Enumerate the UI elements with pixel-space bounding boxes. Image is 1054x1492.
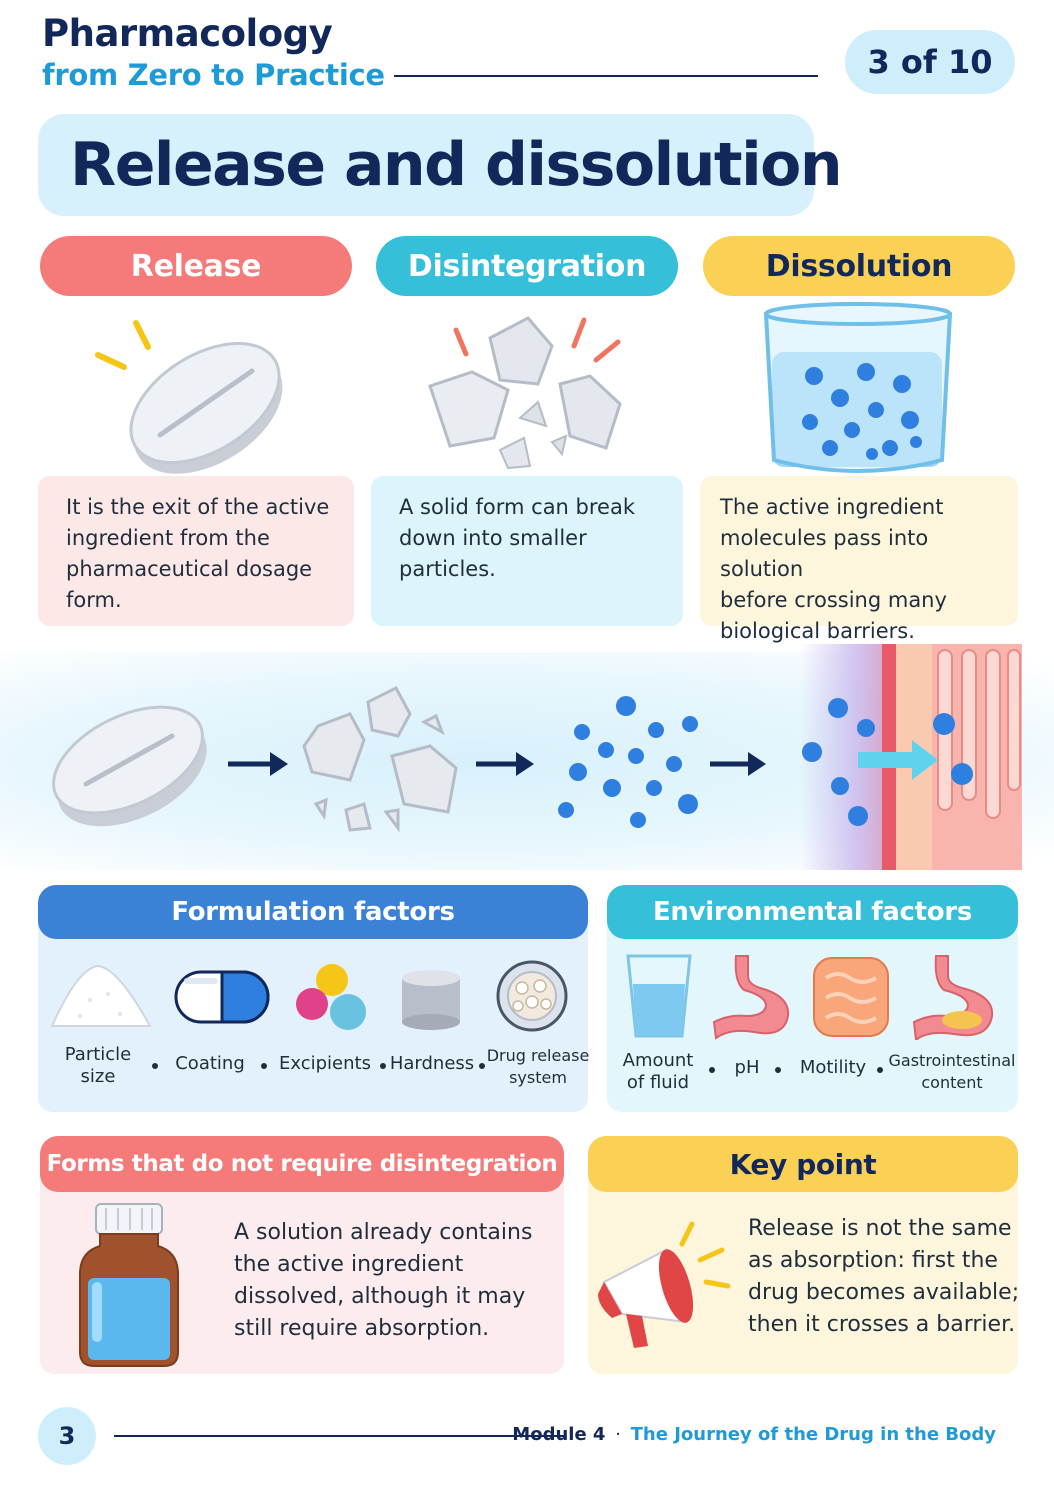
- broken-tablet-icon: [428, 316, 622, 470]
- barrier-molecules-icon: [802, 698, 973, 826]
- footer-module: Module 4 · The Journey of the Drug in th…: [512, 1424, 996, 1445]
- no-disintegration-text-line: the active ingredient: [234, 1252, 464, 1277]
- factor-label-line: Gastrointestinal: [888, 1051, 1016, 1070]
- flow-arrow-icon: [710, 752, 766, 776]
- factor-coating: Coating: [175, 1053, 245, 1075]
- footer-separator: ·: [615, 1424, 621, 1445]
- bullet-separator: [877, 1067, 883, 1073]
- key-point-text-line: as absorption: first the: [748, 1248, 998, 1273]
- powder-pile-icon: [50, 964, 152, 1027]
- key-point-heading: Key point: [588, 1136, 1018, 1192]
- dissolution-text-line: The active ingredient: [720, 495, 944, 519]
- water-glass-icon: [626, 954, 692, 1038]
- brand-subtitle: from Zero to Practice: [42, 58, 385, 92]
- factor-label-line: of fluid: [626, 1072, 690, 1093]
- flow-fragments-icon: [302, 686, 458, 833]
- megaphone-icon: [598, 1221, 731, 1348]
- beaker-icon: [763, 302, 953, 473]
- title-banner: [38, 114, 814, 216]
- environmental-icons-row: [626, 954, 994, 1040]
- disintegration-text-line: particles.: [399, 557, 496, 581]
- factor-label-line: Amount: [622, 1050, 694, 1071]
- factor-label-line: content: [921, 1073, 983, 1092]
- release-text-line: form.: [66, 588, 122, 612]
- key-point-text-line: drug becomes available;: [748, 1280, 1020, 1305]
- dissolution-text-line: before crossing many: [720, 588, 947, 612]
- no-disintegration-text-line: A solution already contains: [234, 1220, 533, 1245]
- factor-label-line: Hardness: [389, 1053, 475, 1074]
- footer-divider: [114, 1435, 564, 1437]
- tablet-icon: [95, 320, 283, 474]
- release-text-line: It is the exit of the active: [66, 495, 330, 519]
- bullet-separator: [775, 1067, 781, 1073]
- flow-molecules-icon: [558, 696, 698, 828]
- flow-tablet-icon: [52, 705, 207, 827]
- factor-drug-release-system: Drug release system: [487, 1045, 590, 1089]
- release-text-line: ingredient from the: [66, 526, 270, 550]
- module-label: Module 4: [512, 1424, 606, 1445]
- factor-label-line: Motility: [799, 1057, 867, 1078]
- factor-excipients: Excipients: [279, 1053, 371, 1075]
- factor-label-line: size: [80, 1066, 116, 1087]
- bullet-separator: [152, 1063, 158, 1069]
- factor-label-line: system: [509, 1068, 567, 1087]
- release-pill: Release: [40, 236, 352, 296]
- release-card: It is the exit of the active ingredient …: [38, 476, 354, 626]
- absorption-arrow-icon: [858, 740, 938, 780]
- factor-ph: pH: [735, 1057, 760, 1079]
- flow-arrow-icon: [476, 752, 534, 776]
- factor-label-line: Drug release: [486, 1046, 590, 1065]
- dissolution-pill: Dissolution: [703, 236, 1015, 296]
- dissolution-text-line: molecules pass into solution: [720, 526, 929, 581]
- disintegration-text-line: down into smaller: [399, 526, 587, 550]
- stomach-icon: [712, 955, 790, 1040]
- key-point-text-line: then it crosses a barrier.: [748, 1312, 1016, 1337]
- stomach-content-icon: [912, 955, 994, 1040]
- formulation-icons-row: [50, 960, 568, 1032]
- medicine-bottle-icon: [79, 1203, 179, 1367]
- disintegration-card: A solid form can break down into smaller…: [371, 476, 683, 626]
- module-title: The Journey of the Drug in the Body: [630, 1424, 996, 1445]
- release-system-icon: [496, 960, 568, 1032]
- release-text-line: pharmaceutical dosage: [66, 557, 313, 581]
- no-disintegration-text: A solution already contains the active i…: [234, 1217, 532, 1345]
- key-point-text-line: Release is not the same: [748, 1216, 1012, 1241]
- disintegration-text-line: A solid form can break: [399, 495, 635, 519]
- page-indicator: 3 of 10: [845, 30, 1015, 94]
- excipient-spheres-icon: [296, 964, 366, 1030]
- no-disintegration-heading: Forms that do not require disintegration: [40, 1136, 564, 1192]
- page-number: 3: [38, 1407, 96, 1465]
- formulation-factors-heading: Formulation factors: [38, 885, 588, 939]
- dissolution-text-line: biological barriers.: [720, 619, 915, 643]
- tablet-disc-icon: [402, 970, 460, 1030]
- factor-label-line: Coating: [175, 1053, 245, 1074]
- factor-hardness: Hardness: [390, 1053, 474, 1075]
- bullet-separator: [380, 1063, 386, 1069]
- factor-label-line: Excipients: [279, 1053, 371, 1074]
- no-disintegration-text-line: still require absorption.: [234, 1316, 490, 1341]
- environmental-factors-heading: Environmental factors: [607, 885, 1018, 939]
- key-point-text: Release is not the same as absorption: f…: [748, 1213, 1019, 1341]
- disintegration-pill: Disintegration: [376, 236, 678, 296]
- bullet-separator: [709, 1067, 715, 1073]
- flow-arrow-icon: [228, 752, 288, 776]
- process-flow-diagram: [52, 644, 1022, 870]
- brand-title: Pharmacology: [42, 12, 333, 55]
- header-divider: [394, 75, 818, 77]
- bullet-separator: [261, 1063, 267, 1069]
- intestine-icon: [813, 957, 889, 1037]
- capsule-icon: [174, 970, 270, 1024]
- no-disintegration-text-line: dissolved, although it may: [234, 1284, 526, 1309]
- page-title: Release and dissolution: [70, 130, 843, 200]
- bullet-separator: [479, 1063, 485, 1069]
- dissolution-card: The active ingredient molecules pass int…: [700, 476, 1018, 643]
- factor-gastrointestinal-content: Gastrointestinal content: [889, 1050, 1016, 1094]
- factor-label-line: pH: [734, 1057, 760, 1078]
- factor-label-line: Particle: [64, 1044, 132, 1065]
- factor-motility: Motility: [800, 1057, 866, 1079]
